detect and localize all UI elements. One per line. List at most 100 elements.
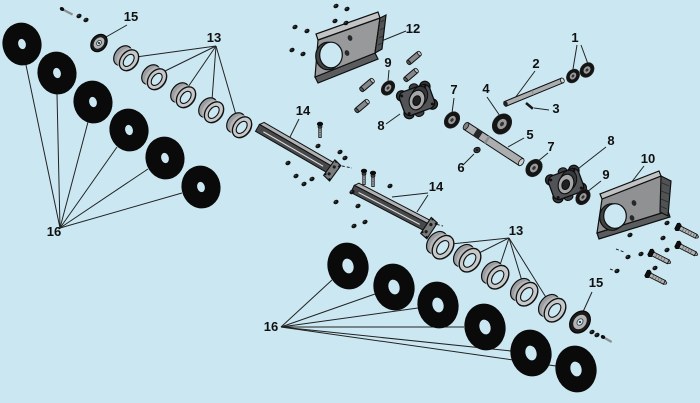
part-number-label: 10 [641,151,655,166]
small-nut [638,251,644,257]
small-nut [349,189,355,195]
small-bolt [600,334,613,343]
disc-blade [417,281,459,329]
mount-plate-10 [596,170,672,240]
bearing-seal [443,111,461,129]
disc-blade [464,303,506,351]
hex-bolt [674,240,699,257]
disc-blade [73,80,113,124]
end-washer [90,33,108,53]
small-nut [614,268,620,274]
part-number-label: 12 [406,21,420,36]
disc-blade [327,242,369,290]
small-nut [664,220,670,226]
part-number-label: 7 [450,82,457,97]
carriage-bolt [316,121,324,138]
part-number-label: 13 [509,223,523,238]
part-number-label: 8 [377,118,384,133]
disc-blade [145,136,185,180]
small-nut [660,235,666,241]
small-nut [387,183,393,189]
hex-bolt [647,248,672,265]
gang-shaft [462,121,525,167]
small-nut [342,155,348,161]
bearing-housing [544,164,588,204]
spacer-spool [141,64,168,91]
hex-bolt [644,269,668,285]
part-number-label: 9 [602,167,609,182]
spacer-spool [452,243,482,273]
spacer-spool [425,230,455,260]
small-nut [594,332,600,338]
end-washer [569,310,591,334]
small-nut [333,3,339,9]
part-number-label: 15 [589,275,603,290]
gang-axle-bar [254,121,342,182]
small-nut [362,219,368,225]
small-nut [652,265,658,271]
small-nut [343,20,349,26]
small-nut [293,173,299,179]
carriage-bolt [369,170,377,187]
small-nut [315,143,321,149]
spacer-bushing [359,77,375,93]
small-nut [337,149,343,155]
spacer-bushing [354,98,370,114]
part-number-label: 5 [526,127,533,142]
small-nut [289,47,295,53]
part-number-label: 3 [552,101,559,116]
hex-bolt [674,222,700,239]
part-number-label: 15 [124,9,138,24]
small-nut [332,18,338,24]
small-nut [83,17,89,23]
gang-shaft [503,77,565,107]
carriage-bolt [360,168,368,185]
bearing-seal [579,62,595,78]
spacer-spool [480,260,510,290]
roll-pin [525,102,534,110]
part-number-label: 1 [571,30,578,45]
part-number-label: 9 [384,55,391,70]
small-nut [76,13,82,19]
gang-axle-bar [350,182,439,240]
bearing-seal [566,68,580,84]
spacer-spool [198,97,225,124]
small-nut [625,254,631,260]
small-nut [344,6,350,12]
disc-blade [181,165,221,209]
small-nut [664,247,670,253]
part-number-label: 16 [264,319,278,334]
small-nut [351,223,357,229]
bearing-seal [525,158,543,178]
part-number-label: 4 [482,81,490,96]
bearing-housing [395,80,439,120]
spacer-spool [226,112,253,139]
spacer-bushing [403,67,419,83]
part-number-label: 7 [547,139,554,154]
bearing-seal [491,113,513,135]
small-nut [333,199,339,205]
part-number-label: 14 [429,179,444,194]
disc-blade [2,22,42,66]
part-number-label: 16 [47,224,61,239]
small-nut [304,28,310,34]
small-nut [300,51,306,57]
small-nut [627,232,633,238]
part-number-label: 6 [457,160,464,175]
lock-nut [473,146,481,154]
small-nut [285,160,291,166]
bearing-seal [380,80,396,96]
disc-blade [555,345,597,393]
bearing-seal [575,188,591,206]
spacer-spool [537,293,567,323]
small-nut [589,329,595,335]
part-number-label: 2 [532,56,539,71]
spacer-spool [509,277,539,307]
small-nut [292,24,298,30]
small-nut [355,203,361,209]
small-bolt [59,7,74,16]
disc-blade [510,329,552,377]
